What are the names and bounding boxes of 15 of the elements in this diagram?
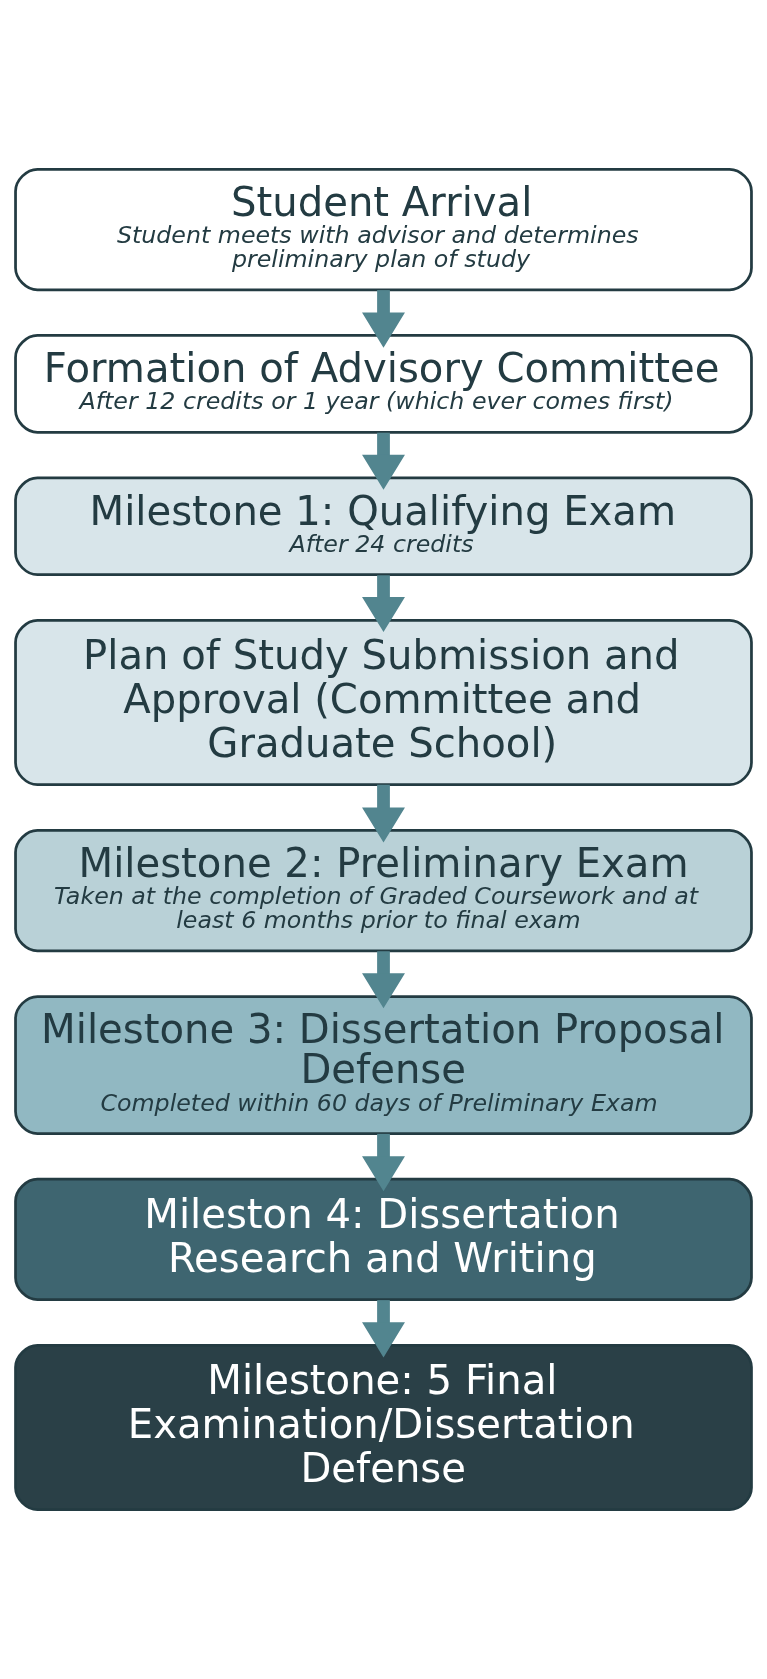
node-box: Milestone 1: Qualifying Exam After 24 credits [14,476,753,577]
node-box: Milestone 3: Dissertation Proposal Defense Completed within 60 days of Preliminary Exam [14,995,753,1135]
node-box: Milestone: 5 Final Examination/Dissertation Defense [14,1343,753,1512]
arrow [362,1133,405,1192]
node-box: Formation of Advisory Committee After 12 credits or 1 year (which ever comes first) [14,334,753,434]
node-box: Mileston 4: Dissertation Research and Writing [14,1177,753,1302]
node-box: Student Arrival Student meets with advisor and determines preliminary plan of study [14,167,753,292]
arrow [362,784,405,843]
arrow [362,432,405,490]
node-box: Plan of Study Submission and Approval (Committee and Graduate School) [14,619,753,787]
node-box: Milestone 2: Preliminary Exam Taken at the completion of Graded Coursework and at least 6 months prior to final exam [14,829,753,953]
arrow [362,575,405,632]
arrow [362,290,405,348]
arrow [362,1300,405,1358]
arrow [362,951,405,1009]
